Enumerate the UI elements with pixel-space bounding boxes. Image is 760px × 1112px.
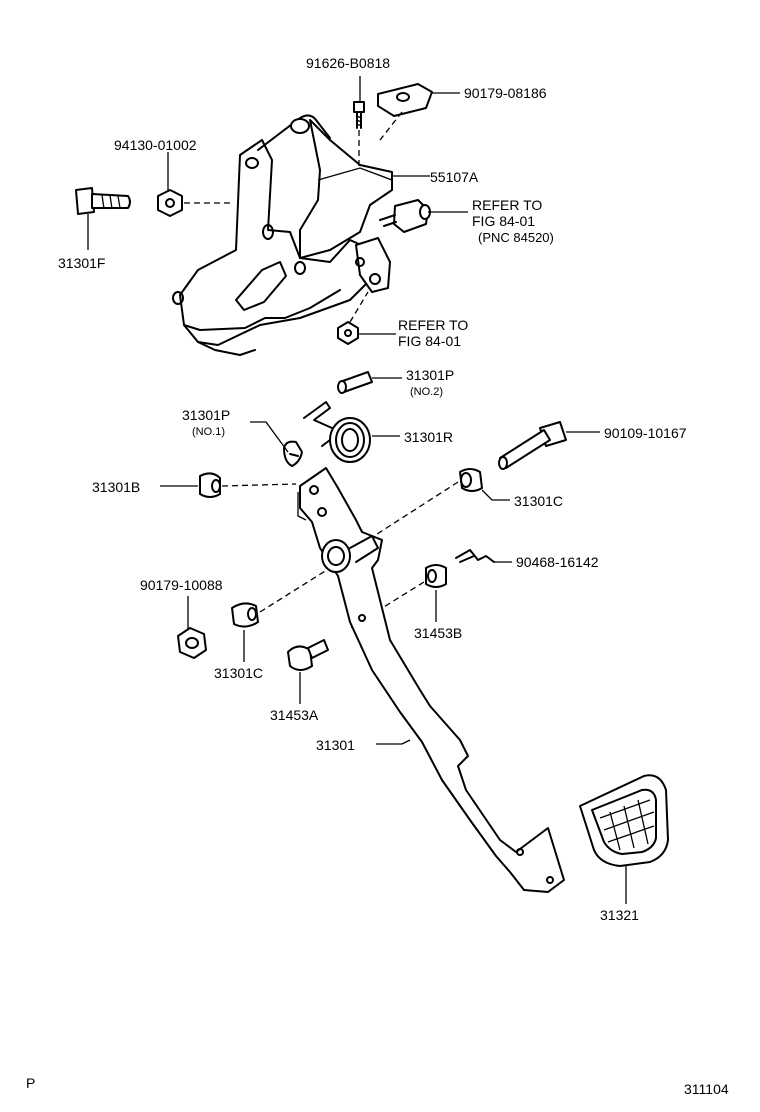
figure-number: 311104 — [684, 1081, 729, 1097]
label-31301f: 31301F — [58, 255, 105, 271]
label-31301b: 31301B — [92, 479, 140, 495]
label-91626-b0818: 91626-B0818 — [306, 55, 390, 71]
pedal-bracket-55107a — [172, 114, 431, 356]
label-90179-10088: 90179-10088 — [140, 577, 223, 593]
label-31301r: 31301R — [404, 429, 453, 445]
label-31301: 31301 — [316, 737, 355, 753]
label-31301c-right: 31301C — [514, 493, 563, 509]
label-31301p-no2-sub: (NO.2) — [410, 386, 443, 398]
clip-nut-90179-08186 — [377, 83, 433, 141]
stopper-31453a — [287, 639, 329, 671]
label-55107a: 55107A — [430, 169, 479, 185]
label-31301p-no1: 31301P — [182, 407, 230, 423]
label-31301p-no2: 31301P — [406, 367, 454, 383]
collar-31301p-no2 — [337, 371, 373, 394]
spring-31301r — [303, 401, 371, 463]
label-refer-fig-a-line1: REFER TO — [472, 197, 542, 213]
pedal-lever-31301 — [297, 467, 565, 893]
leader-lines — [87, 76, 627, 904]
pedal-pad-31321 — [579, 774, 669, 867]
label-31301p-no1-sub: (NO.1) — [192, 426, 225, 438]
bushing-31301b — [199, 472, 297, 498]
callout-labels: 91626-B0818 90179-08186 94130-01002 5510… — [26, 55, 729, 1097]
bolt-91626-b0818 — [353, 101, 365, 168]
bolt-31301f — [75, 187, 131, 215]
label-refer-fig-a-line3: (PNC 84520) — [478, 230, 554, 245]
bushing-31301c-right — [359, 468, 483, 546]
label-refer-fig-b-line2: FIG 84-01 — [398, 333, 461, 349]
label-refer-fig-b-line1: REFER TO — [398, 317, 468, 333]
pin-90468-16142 — [455, 549, 495, 563]
label-31301c-left: 31301C — [214, 665, 263, 681]
label-90179-08186: 90179-08186 — [464, 85, 547, 101]
bolt-90109-10167 — [498, 421, 567, 470]
corner-code: P — [26, 1075, 35, 1091]
bushing-31301c-left — [231, 567, 331, 628]
nut-refer-fig-84-01 — [337, 291, 369, 345]
nut-94130-01002 — [157, 189, 234, 217]
label-90109-10167: 90109-10167 — [604, 425, 687, 441]
label-90468-16142: 90468-16142 — [516, 554, 599, 570]
label-31453b: 31453B — [414, 625, 462, 641]
nut-90179-10088 — [177, 627, 207, 659]
label-31321: 31321 — [600, 907, 639, 923]
clip-31301p-no1 — [283, 440, 303, 467]
label-94130-01002: 94130-01002 — [114, 137, 197, 153]
label-31453a: 31453A — [270, 707, 319, 723]
label-refer-fig-a-line2: FIG 84-01 — [472, 213, 535, 229]
